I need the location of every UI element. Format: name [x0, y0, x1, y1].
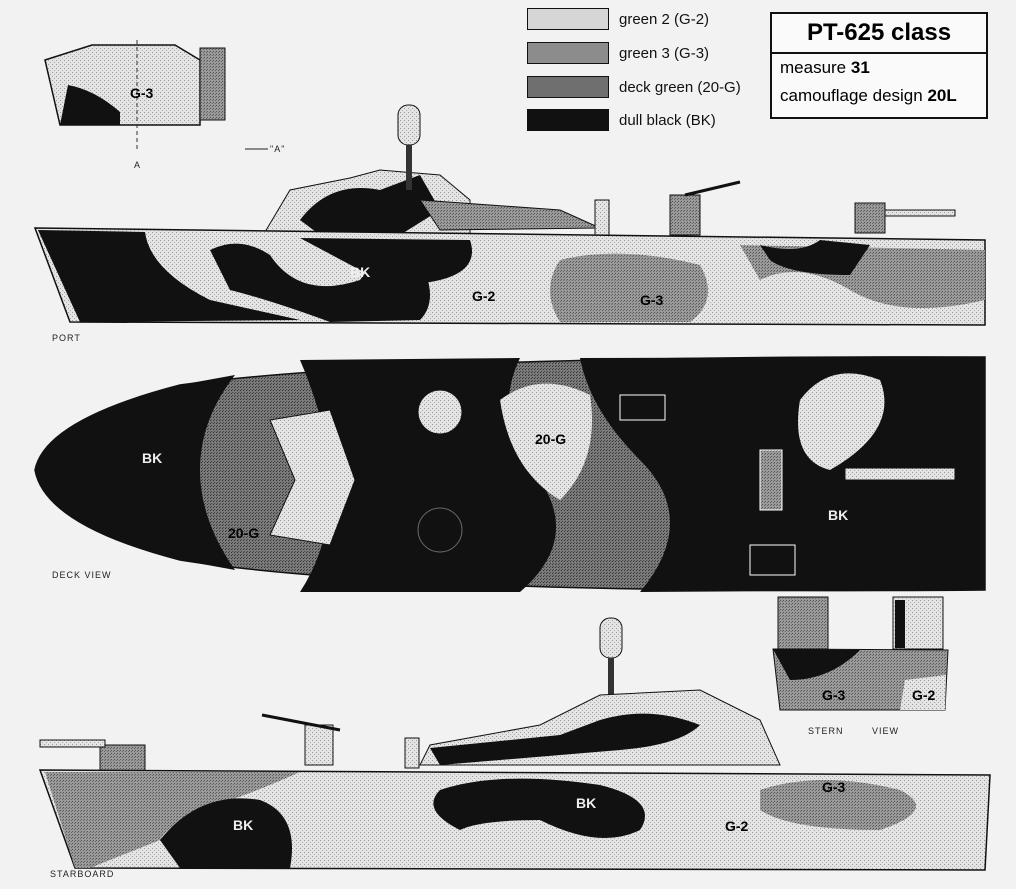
deck-label-bk-bow: BK	[142, 450, 162, 466]
starboard-label-g3: G-3	[822, 779, 846, 795]
section-color-label: G-3	[130, 85, 154, 101]
stern-label-g3: G-3	[822, 687, 846, 703]
deck-label-20g-mid: 20-G	[535, 431, 566, 447]
section-arrow-label: "A"	[270, 144, 285, 154]
legend-item-bk: dull black (BK)	[527, 109, 716, 131]
port-profile: BK G-2 G-3 PORT	[33, 104, 986, 343]
measure-value: 31	[850, 58, 870, 77]
legend-swatch-g2	[527, 8, 609, 30]
section-view: G-3 A "A"	[44, 40, 285, 170]
legend-swatch-g3	[527, 42, 609, 64]
deck-view-label: DECK VIEW	[52, 570, 112, 580]
legend-swatch-20g	[527, 76, 609, 98]
starboard-label-bk-fwd: BK	[233, 817, 253, 833]
title-box: PT-625 class measure 31 camouflage desig…	[770, 12, 988, 119]
deck-view: BK 20-G 20-G BK DECK VIEW	[34, 356, 986, 592]
port-label-g3: G-3	[640, 292, 664, 308]
stern-view-label: STERN	[808, 726, 844, 736]
port-view-label: PORT	[52, 333, 81, 343]
design-line: camouflage design 20L	[772, 82, 986, 110]
class-title: PT-625 class	[772, 14, 986, 54]
stern-view: G-3 G-2 STERN VIEW	[772, 596, 949, 736]
deck-label-bk-aft: BK	[828, 507, 848, 523]
port-label-g2: G-2	[472, 288, 496, 304]
measure-label: measure	[780, 58, 847, 77]
stern-view-label-2: VIEW	[872, 726, 899, 736]
cut-mark-label: A	[134, 160, 141, 170]
legend-label: dull black (BK)	[619, 111, 716, 129]
port-label-bk: BK	[350, 264, 370, 280]
legend-label: green 2 (G-2)	[619, 10, 710, 28]
measure-line: measure 31	[772, 54, 986, 82]
legend-item-20g: deck green (20-G)	[527, 76, 741, 98]
legend-item-g2: green 2 (G-2)	[527, 8, 709, 30]
legend-label: deck green (20-G)	[619, 78, 741, 96]
starboard-label-bk-mid: BK	[576, 795, 596, 811]
starboard-profile: BK BK G-2 G-3 STARBOARD	[38, 617, 991, 879]
legend-item-g3: green 3 (G-3)	[527, 42, 709, 64]
design-label: camouflage design	[780, 86, 923, 105]
legend-swatch-bk	[527, 109, 609, 131]
design-value: 20L	[927, 86, 957, 105]
starboard-label-g2: G-2	[725, 818, 749, 834]
deck-label-20g-fwd: 20-G	[228, 525, 259, 541]
starboard-view-label: STARBOARD	[50, 869, 114, 879]
legend-label: green 3 (G-3)	[619, 44, 710, 62]
stern-label-g2: G-2	[912, 687, 936, 703]
